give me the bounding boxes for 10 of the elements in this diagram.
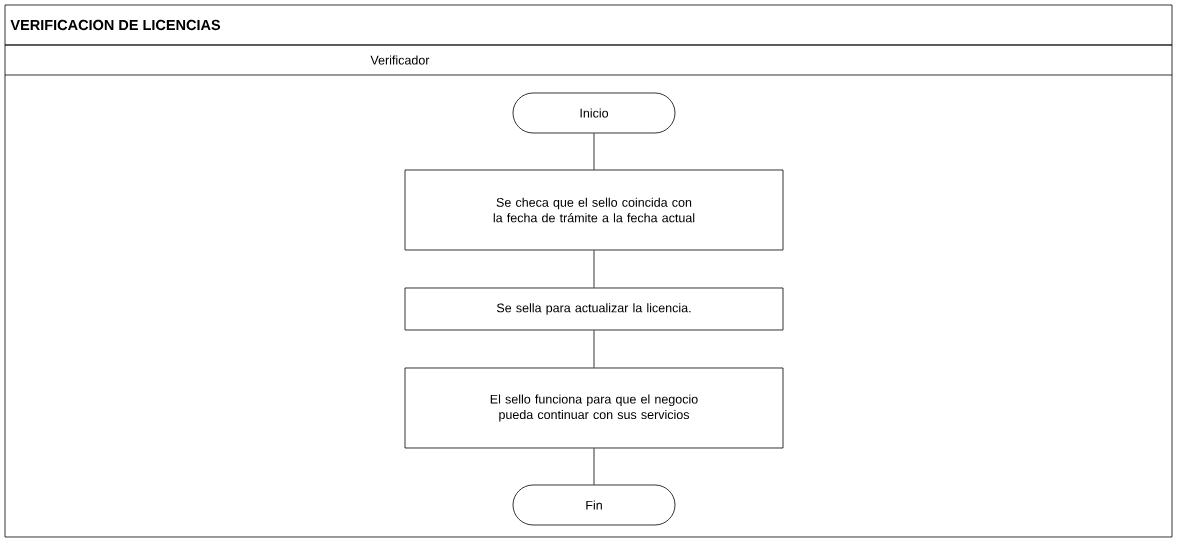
title: VERIFICACION DE LICENCIAS [10, 19, 221, 31]
connector [593, 330, 595, 368]
process-box: Se checa que el sello coincida con la fecha de trámite a la fecha actual [404, 169, 784, 251]
connector [593, 133, 595, 170]
connector [593, 250, 595, 288]
terminator: Fin [512, 484, 676, 526]
connector [593, 448, 595, 485]
process-box: El sello funciona para que el negocio pueda continuar con sus servicios [404, 367, 784, 449]
terminator: Inicio [512, 92, 676, 134]
process-box: Se sella para actualizar la licencia. [404, 287, 784, 331]
